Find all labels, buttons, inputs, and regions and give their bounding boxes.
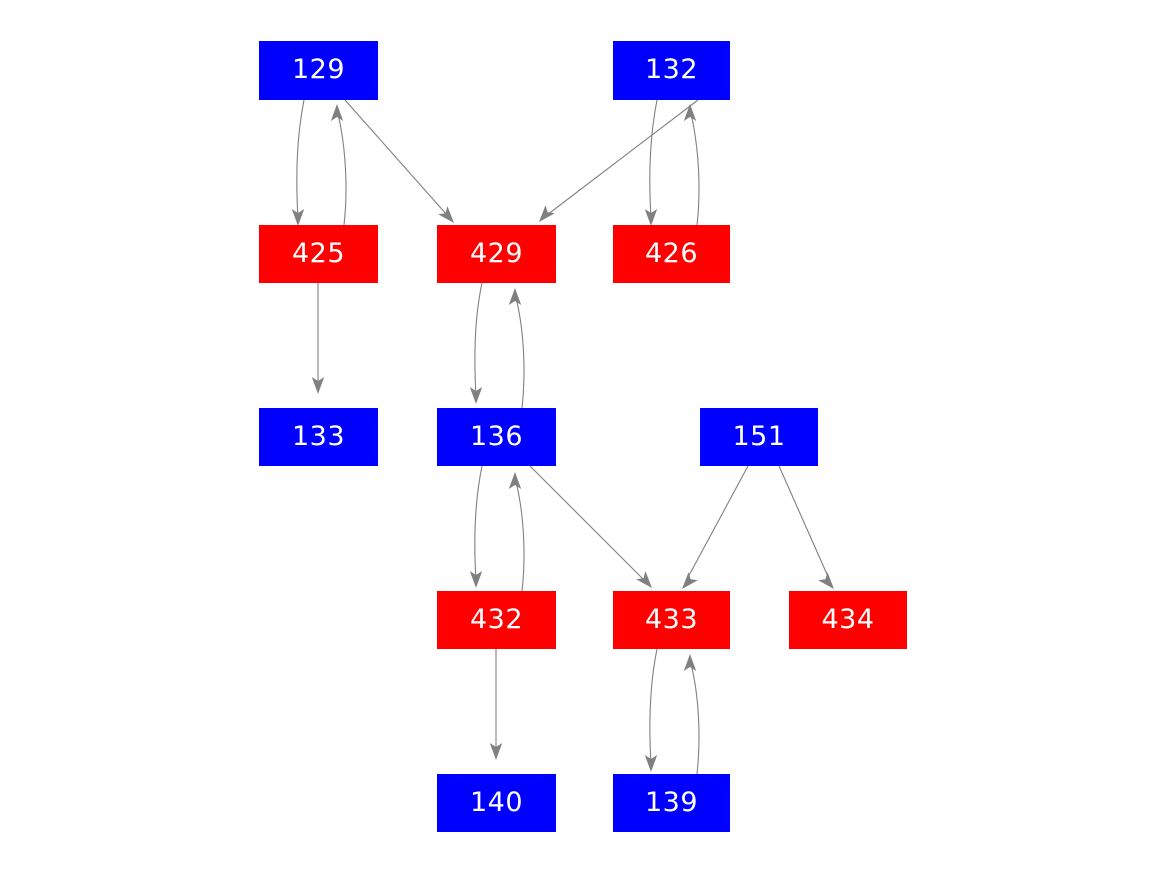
graph-node-429[interactable]: 429 [437, 225, 556, 283]
graph-node-133[interactable]: 133 [259, 408, 378, 466]
graph-node-129[interactable]: 129 [259, 41, 378, 100]
graph-node-label: 429 [469, 237, 524, 269]
graph-node-434[interactable]: 434 [789, 591, 907, 649]
graph-node-label: 132 [644, 54, 699, 85]
graph-node-label: 139 [644, 786, 699, 818]
graph-node-label: 133 [291, 420, 346, 452]
graph-node-425[interactable]: 425 [259, 225, 378, 283]
graph-node-140[interactable]: 140 [437, 774, 556, 832]
graph-node-label: 434 [821, 603, 875, 635]
graph-node-label: 432 [469, 603, 524, 635]
graph-node-432[interactable]: 432 [437, 591, 556, 649]
graph-node-139[interactable]: 139 [613, 774, 730, 832]
graph-node-433[interactable]: 433 [613, 591, 730, 649]
graph-node-label: 140 [469, 786, 524, 818]
graph-node-132[interactable]: 132 [613, 41, 730, 100]
graph-node-label: 129 [291, 54, 346, 85]
graph-node-136[interactable]: 136 [437, 408, 556, 466]
graph-node-label: 151 [732, 420, 786, 452]
graph-node-label: 425 [291, 237, 346, 269]
graph-node-label: 136 [469, 420, 524, 452]
graph-node-label: 433 [644, 603, 699, 635]
graph-node-label: 426 [644, 237, 699, 269]
graph-node-151[interactable]: 151 [700, 408, 818, 466]
graph-node-426[interactable]: 426 [613, 225, 730, 283]
